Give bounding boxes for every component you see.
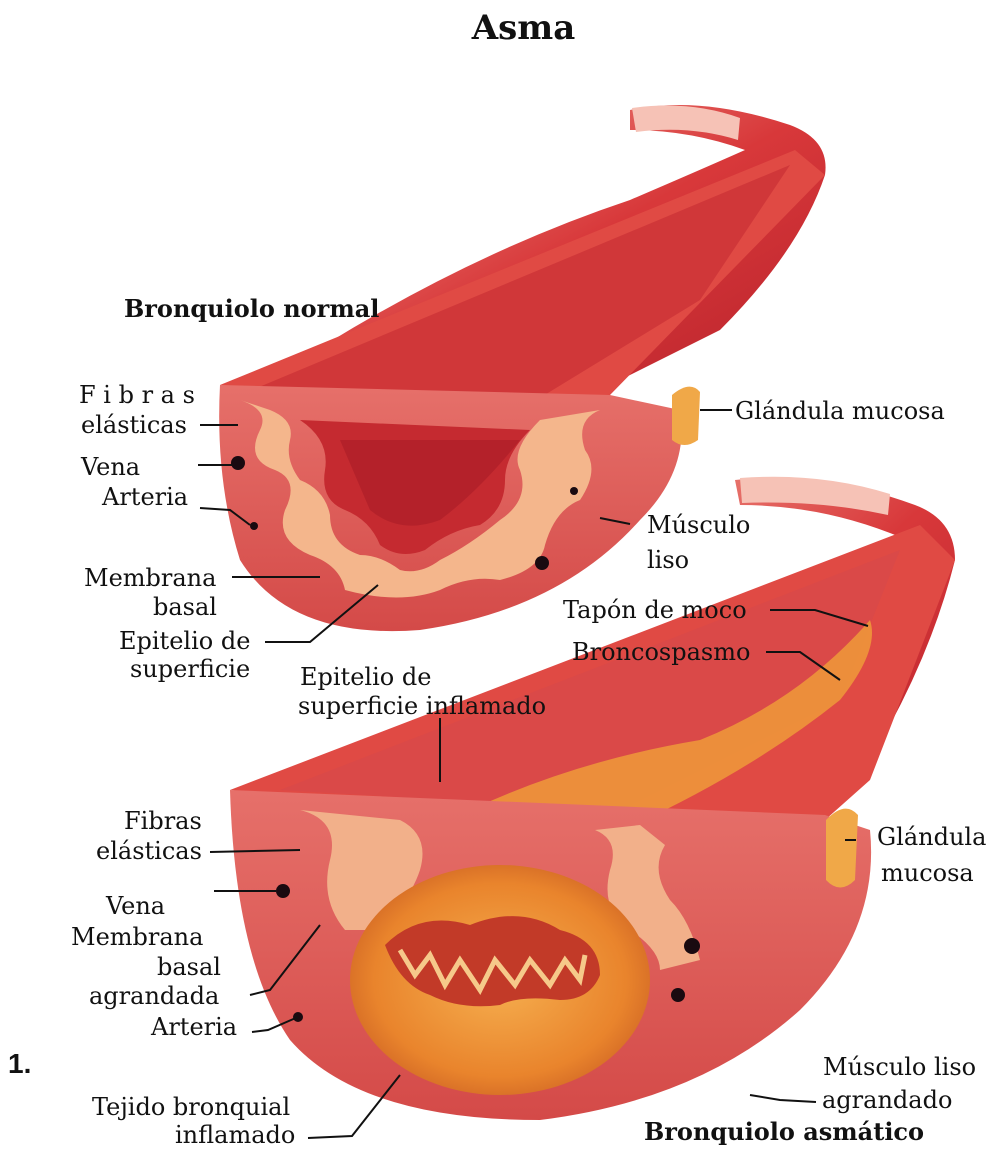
item-number: 1. [8, 1048, 31, 1080]
normal-surface-epithelium-label-line1: Epitelio de [119, 626, 250, 656]
asthmatic-artery-label: Arteria [151, 1012, 237, 1042]
normal-smooth-muscle-label-line1: Músculo [647, 510, 750, 540]
mucus-plug-label: Tapón de moco [563, 595, 747, 625]
enlarged-basal-membrane-label-line1: Membrana [71, 922, 203, 952]
normal-smooth-muscle-label-line2: liso [647, 545, 689, 575]
bronchospasm-label: Broncospasmo [572, 637, 750, 667]
normal-basal-membrane-label-line1: Membrana [84, 563, 216, 593]
inflamed-bronchial-tissue-label-line2: inflamado [175, 1120, 295, 1150]
normal-artery-label: Arteria [102, 482, 188, 512]
enlarged-smooth-muscle-label-line1: Músculo liso [823, 1052, 976, 1082]
enlarged-basal-membrane-label-line2: basal [157, 952, 221, 982]
inflamed-epithelium-label-line2: superficie inflamado [298, 691, 546, 721]
asthmatic-elastic-fibers-label-line2: elásticas [96, 836, 202, 866]
normal-elastic-fibers-label-line1: F i b r a s [79, 380, 195, 410]
asthmatic-vein-label: Vena [106, 891, 165, 921]
asthmatic-bronchiole-heading: Bronquiolo asmático [644, 1117, 924, 1146]
normal-vein-label: Vena [81, 452, 140, 482]
enlarged-smooth-muscle-label-line2: agrandado [822, 1085, 952, 1115]
normal-basal-membrane-label-line2: basal [153, 592, 217, 622]
enlarged-basal-membrane-label-line3: agrandada [89, 981, 219, 1011]
asthmatic-mucous-gland-label-line2: mucosa [881, 858, 974, 888]
inflamed-epithelium-label-line1: Epitelio de [300, 662, 431, 692]
normal-mucous-gland-label: Glándula mucosa [735, 396, 945, 426]
asthmatic-elastic-fibers-label-line1: Fibras [124, 806, 202, 836]
asthmatic-mucous-gland-label-line1: Glándula [877, 822, 986, 852]
normal-bronchiole-heading: Bronquiolo normal [124, 294, 379, 323]
normal-surface-epithelium-label-line2: superficie [130, 654, 250, 684]
normal-bronchiole-drawing [219, 105, 825, 631]
normal-elastic-fibers-label-line2: elásticas [81, 410, 187, 440]
inflamed-bronchial-tissue-label-line1: Tejido bronquial [92, 1092, 290, 1122]
